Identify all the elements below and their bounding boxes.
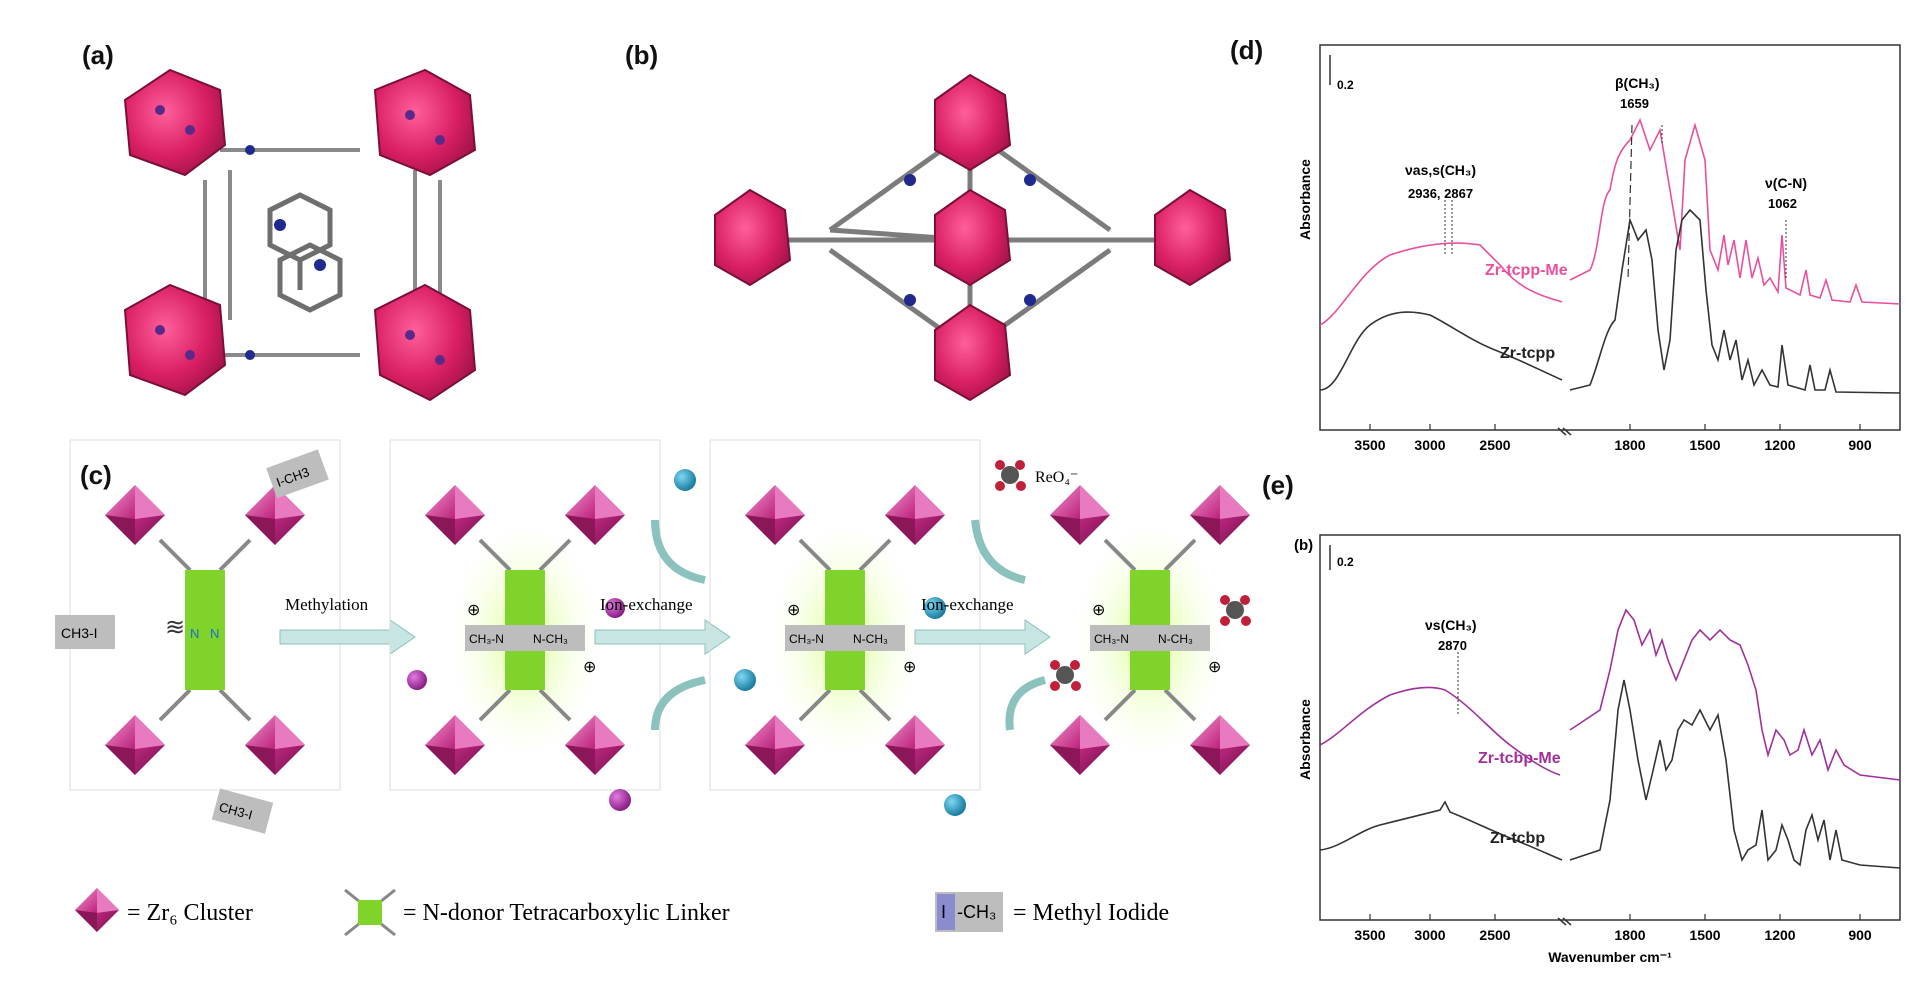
annotation-value: 2870 [1438,638,1467,653]
series-label-zr-tcpp-me: Zr-tcpp-Me [1485,262,1568,279]
zr6-cluster-b-top [934,73,1012,172]
x-tick: 3000 [1414,927,1445,943]
n-label: N [210,626,219,641]
legend-iodide: = Methyl Iodide [1013,900,1169,926]
annotation-label: β(CH₃) [1615,75,1660,91]
annotation-label: νas,s(CH₃) [1405,162,1476,178]
zr6-cluster-a-tl [123,68,227,177]
panel-inner-label: (b) [1294,537,1313,554]
step-methylation: Methylation [285,595,369,614]
zr6-cluster-b-center [934,188,1012,287]
ch3-i-reagent: CH3-I [61,625,98,641]
series-label-zr-tcbp-me: Zr-tcbp-Me [1478,750,1561,767]
nch3-label: N-CH₃ [533,632,568,646]
series-label-zr-tcpp: Zr-tcpp [1500,345,1555,362]
ftir-chart-e: (b) 0.2 Absorbance 3500 3000 2500 1800 1… [1294,534,1901,965]
x-tick: 3500 [1354,437,1385,453]
zr6-cluster-a-br [373,283,477,402]
crystal-structure-b [714,73,1232,402]
plus-charge: ⊕ [903,659,916,676]
legend-iodide-i: I [941,902,946,922]
y-axis-label: Absorbance [1297,159,1313,240]
panel-label-a: (a) [82,40,114,70]
plus-charge: ⊕ [1208,659,1221,676]
perrhenate-icon [995,460,1026,491]
x-tick: 1200 [1764,927,1795,943]
plus-charge: ⊕ [787,602,800,619]
ftir-chart-d: 0.2 Absorbance 3500 3000 2500 1800 1500 … [1297,44,1901,453]
x-tick: 900 [1848,437,1872,453]
plus-charge: ⊕ [583,659,596,676]
x-tick: 2500 [1479,437,1510,453]
series-label-zr-tcbp: Zr-tcbp [1490,830,1545,847]
legend-linker: = N-donor Tetracarboxylic Linker [403,900,730,926]
plus-charge: ⊕ [1092,602,1105,619]
zr6-cluster-b-left [714,188,792,287]
annotation-value: 1659 [1620,96,1649,111]
x-tick: 1800 [1614,437,1645,453]
legend-cluster: = Zr₆ Cluster [127,900,253,926]
plot-frame [1319,534,1901,921]
zr6-cluster-b-bottom [934,303,1012,402]
crystal-structure-a [123,68,477,402]
panel-label-c: (c) [80,460,112,490]
legend: = Zr₆ Cluster = N-donor Tetracarboxylic … [75,888,1169,937]
annotation-value: 2936, 2867 [1408,186,1473,201]
x-tick: 3500 [1354,927,1385,943]
x-tick: 1500 [1689,437,1720,453]
ch3n-label-4: CH₃-N [1094,632,1129,646]
annotation-value: 1062 [1768,196,1797,211]
n-label: N [190,626,199,641]
panel-label-b: (b) [625,40,659,70]
linker-icon [358,900,382,925]
plus-charge: ⊕ [467,602,480,619]
x-tick: 3000 [1414,437,1445,453]
x-tick: 2500 [1479,927,1510,943]
x-tick: 1800 [1614,927,1645,943]
ch3n-label: CH₃-N [469,632,504,646]
annotation-label: ν(C-N) [1765,175,1807,191]
series-line [1319,608,1901,781]
zr6-cluster-a-tr [373,68,477,177]
series-line [1319,208,1901,394]
perrhenate-icon [1050,660,1081,691]
x-tick: 1200 [1764,437,1795,453]
zr6-cluster-a-bl [123,283,227,397]
step-ion-exchange-1: Ion-exchange [600,595,693,614]
ch3n-label-3: CH₃-N [789,632,824,646]
nch3-label-4: N-CH₃ [1158,632,1193,646]
x-axis-label: Wavenumber cm⁻¹ [1548,949,1672,965]
annotation-label: νs(CH₃) [1425,617,1477,633]
nch3-label-3: N-CH₃ [853,632,888,646]
panel-label-e: (e) [1262,470,1294,500]
scale-label: 0.2 [1337,78,1354,92]
legend-iodide-ch3: -CH₃ [957,902,996,922]
zr6-cluster-icon [75,888,119,932]
step-ion-exchange-2: Ion-exchange [921,595,1014,614]
wave-symbol: ≋ [165,614,185,641]
zr6-cluster-b-right [1154,188,1232,287]
perrhenate-label: ReO₄⁻ [1035,469,1078,486]
panel-label-d: (d) [1230,35,1264,65]
scale-label: 0.2 [1337,555,1354,569]
methylation-scheme: N N ≋ CH3-I I-CH3 CH3-I Methylation CH₃-… [55,439,1251,834]
y-axis-label: Absorbance [1297,699,1313,780]
series-line [1319,679,1901,869]
plot-frame [1319,44,1901,431]
x-tick: 900 [1848,927,1872,943]
series-line [1319,117,1901,326]
perrhenate-icon [1220,595,1251,626]
x-tick: 1500 [1689,927,1720,943]
